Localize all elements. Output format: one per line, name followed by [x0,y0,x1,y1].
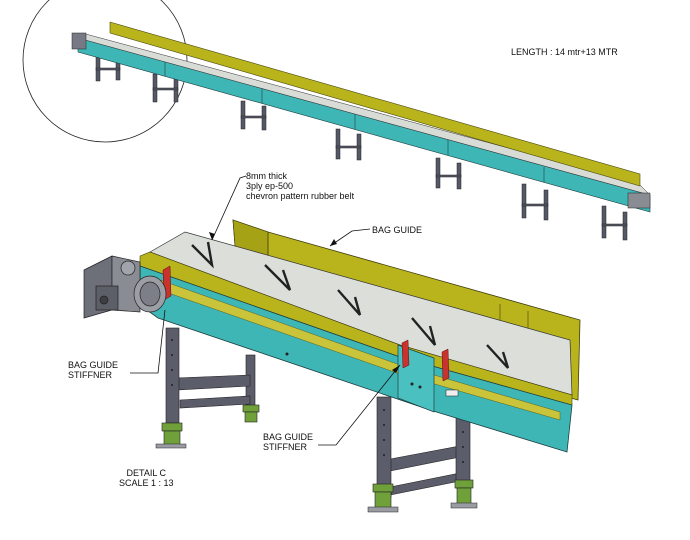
belt-spec-line-2: 3ply ep-500 [246,181,294,191]
overview-legs [95,54,628,241]
belt-spec-line-3: chevron pattern rubber belt [246,191,355,201]
length-label: LENGTH : 14 mtr+13 MTR [511,47,618,57]
detail-scale-label: DETAIL C SCALE 1 : 13 [119,468,174,488]
overview-conveyor [22,0,651,241]
front-legs [165,327,471,498]
stiffener-label-right: BAG GUIDE STIFFNER [263,432,314,452]
leader-lines [130,175,401,446]
detail-conveyor [83,175,581,513]
detail-circle [22,0,188,143]
leg-feet [161,404,474,509]
bag-guide-label: BAG GUIDE [372,225,423,235]
overview-frame [77,37,651,213]
belt-spec-line-1: 8mm thick [246,171,288,181]
belt-spec-label: 8mm thick 3ply ep-500 chevron pattern ru… [246,171,354,201]
overview-belt [77,32,651,196]
drive-motor [83,255,167,319]
overview-bag-guide [109,21,641,187]
chevron-cleats [191,241,510,369]
stiffener-label-left: BAG GUIDE STIFFNER [68,360,119,380]
